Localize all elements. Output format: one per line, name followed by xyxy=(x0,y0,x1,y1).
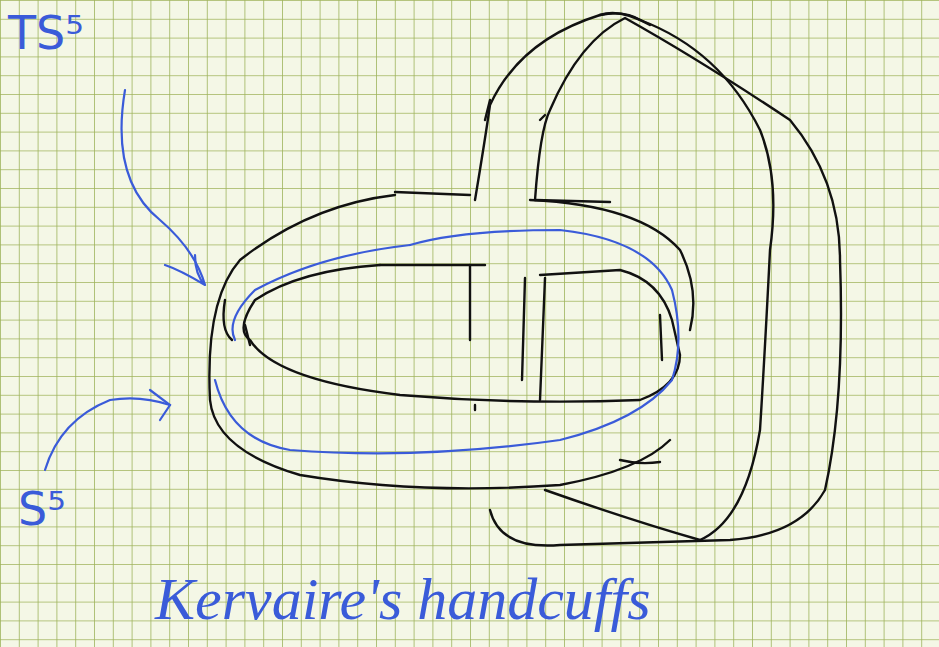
caption: Kervaire's handcuffs xyxy=(155,565,651,634)
handcuff-bands xyxy=(209,13,841,546)
blue-curves xyxy=(45,90,679,470)
space-label: TS⁵ xyxy=(8,6,84,60)
sphere-label: S⁵ xyxy=(18,482,66,536)
